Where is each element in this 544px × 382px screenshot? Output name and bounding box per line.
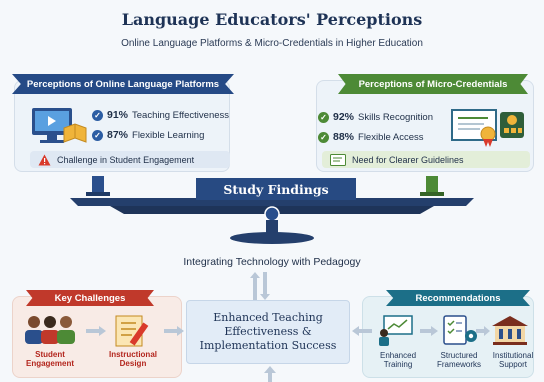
stat-teaching-effectiveness: ✓ 91% Teaching Effectiveness — [92, 109, 229, 121]
checklist-gear-icon — [443, 315, 477, 345]
key-challenges-heading: Key Challenges — [26, 290, 154, 306]
micro-credentials-heading: Perceptions of Micro-Credentials — [338, 74, 528, 94]
stat-skills-recognition: ✓ 92% Skills Recognition — [318, 111, 433, 123]
check-icon: ✓ — [318, 131, 329, 143]
micro-credential-certificate-icon — [451, 109, 524, 147]
guidelines-document-icon — [330, 153, 346, 166]
training-presentation-icon — [379, 315, 413, 346]
recommendations-heading: Recommendations — [386, 290, 530, 306]
online-platform-monitor-icon — [32, 108, 87, 143]
check-icon: ✓ — [92, 129, 103, 141]
online-platforms-heading: Perceptions of Online Language Platforms — [12, 74, 234, 94]
right-arrow-icon — [476, 326, 490, 336]
recommendation-enhanced-training: Enhanced Training — [379, 351, 417, 370]
balance-scale-illustration — [70, 176, 474, 244]
students-icon — [25, 316, 75, 344]
bidirectional-arrow-icon — [250, 272, 270, 300]
stat-flexible-learning: ✓ 87% Flexible Learning — [92, 129, 204, 141]
right-arrow-icon — [86, 326, 106, 336]
check-icon: ✓ — [318, 111, 329, 123]
check-icon: ✓ — [92, 109, 103, 121]
right-arrow-icon — [164, 326, 184, 336]
recommendation-structured-frameworks: Structured Frameworks — [436, 351, 481, 370]
challenge-instructional-design: Instructional Design — [108, 350, 157, 369]
page-title: Language Educators' Perceptions — [121, 10, 423, 29]
warning-icon — [38, 154, 51, 165]
recommendation-institutional-support: Institutional Support — [492, 351, 534, 370]
up-arrow-icon — [264, 366, 276, 382]
guidelines-note: Need for Clearer Guidelines — [322, 151, 530, 168]
challenge-student-engagement: Student Engagement — [25, 350, 74, 369]
design-document-icon — [115, 315, 149, 347]
study-findings-banner: Study Findings — [196, 178, 356, 200]
right-arrow-icon — [420, 326, 438, 336]
integration-label: Integrating Technology with Pedagogy — [183, 256, 361, 268]
engagement-challenge-note: Challenge in Student Engagement — [30, 151, 230, 168]
left-arrow-icon — [352, 326, 372, 336]
page-subtitle: Online Language Platforms & Micro-Creden… — [121, 38, 423, 49]
enhanced-teaching-box: Enhanced Teaching Effectiveness & Implem… — [186, 300, 350, 364]
stat-flexible-access: ✓ 88% Flexible Access — [318, 131, 424, 143]
institution-building-icon — [492, 316, 528, 345]
